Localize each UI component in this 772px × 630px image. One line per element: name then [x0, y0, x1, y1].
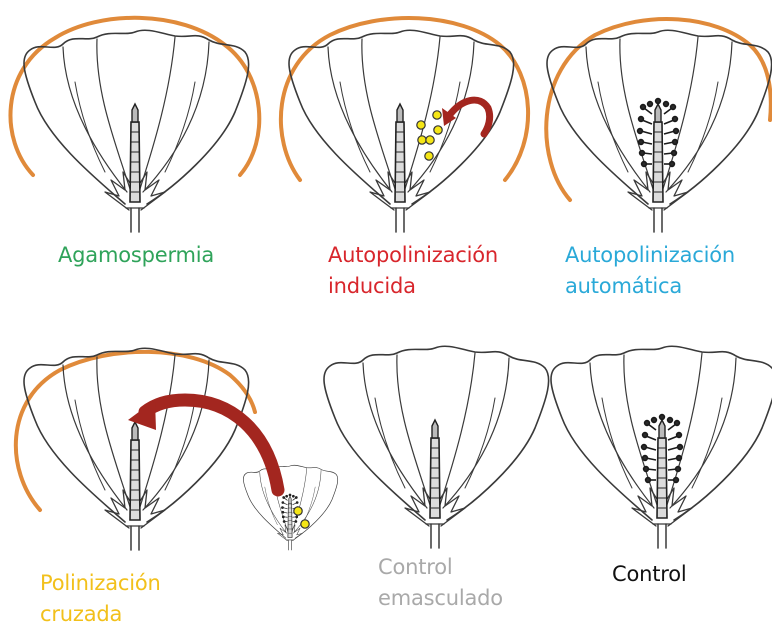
panel-control [551, 346, 772, 548]
label-line: Control [378, 552, 503, 583]
arrow-head [128, 400, 156, 430]
pollen-grain [294, 507, 302, 515]
panel-polinizacion-cruzada [16, 348, 338, 550]
label-line: automática [565, 271, 735, 302]
pollen-grain [417, 121, 425, 129]
flower-intact [547, 30, 772, 232]
label-line: Control [612, 559, 687, 590]
label-polinizacion-cruzada: Polinización cruzada [40, 568, 161, 630]
flower-emasculated [289, 30, 514, 232]
label-line: Agamospermia [58, 240, 214, 271]
flower-emasculated [24, 30, 249, 232]
pollen-grain [433, 111, 441, 119]
cross-transfer-arrow [145, 400, 278, 490]
label-control: Control [612, 559, 687, 590]
panel-control-emasculado [324, 346, 549, 548]
pollen-grain [418, 136, 426, 144]
label-line: emasculado [378, 583, 503, 614]
label-line: Autopolinización [328, 240, 498, 271]
panel-agamospermia [10, 18, 259, 232]
flower-emasculated [324, 346, 549, 548]
panel-autopolinizacion-automatica [546, 19, 771, 232]
flower-emasculated [24, 348, 249, 550]
pollen-grain [426, 136, 434, 144]
pollen-grain [425, 152, 433, 160]
label-line: Autopolinización [565, 240, 735, 271]
label-line: Polinización [40, 568, 161, 599]
label-agamospermia: Agamospermia [58, 240, 214, 271]
label-autopolinizacion-inducida: Autopolinización inducida [328, 240, 498, 302]
pollen-grain [301, 520, 309, 528]
donor-flower [243, 465, 337, 550]
label-control-emasculado: Control emasculado [378, 552, 503, 614]
pollen-grain [434, 126, 442, 134]
panel-autopolinizacion-inducida [281, 18, 528, 232]
label-line: inducida [328, 271, 498, 302]
flower-intact [551, 346, 772, 548]
label-line: cruzada [40, 599, 161, 630]
label-autopolinizacion-automatica: Autopolinización automática [565, 240, 735, 302]
